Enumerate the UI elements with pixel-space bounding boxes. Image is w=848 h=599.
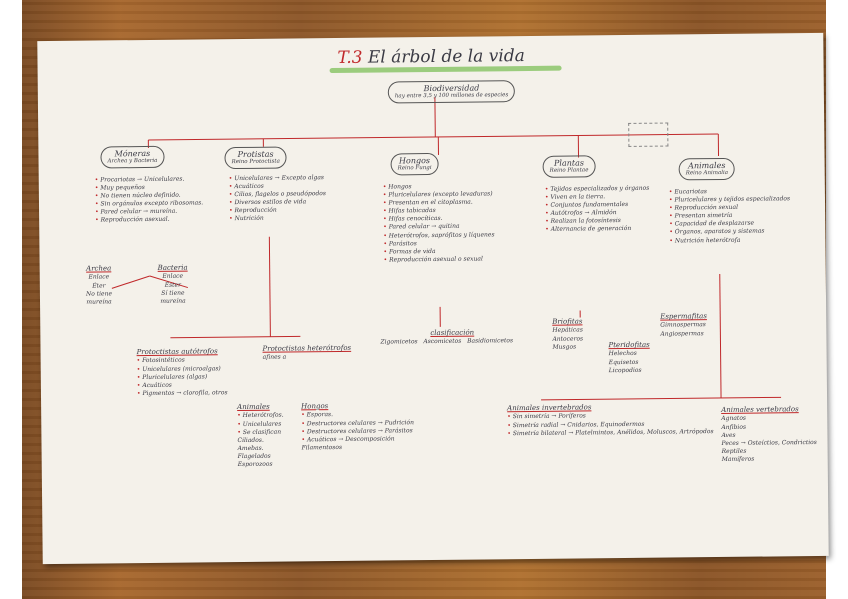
animals-head: Animales (237, 403, 283, 413)
kingdom-animalia-items: Eucariotas Pluricelulares y tejidos espe… (669, 187, 791, 245)
root-sub: hay entre 3,5 y 100 millones de especies (395, 92, 508, 99)
list-item: Mamíferos (722, 455, 817, 464)
heterotrophs-fungi: Hongos Esporas. Destructores celulares →… (301, 401, 414, 452)
kingdom-monera-items: Procariotas → Unicelulares. Muy pequeños… (95, 175, 204, 225)
heterotrophs-sub: afines a (263, 353, 352, 362)
heterotrophs-animals: Animales Heterótrofos. Unicelulares Se c… (237, 403, 284, 470)
vertebrates: Animales vertebrados Agnatos Anfibios Av… (721, 405, 817, 464)
kingdom-monera-name: Móneras (115, 149, 151, 158)
plant-group-espermafitas: Espermafitas Gimnospermas Angiospermas (660, 312, 707, 338)
list-item: Alternancia de generación (545, 225, 649, 234)
concept-map-sheet: T.3 El árbol de la vida Biodiversidad ha… (37, 33, 828, 564)
kingdom-animalia-name: Animales (688, 161, 725, 170)
kingdom-protista-items: Unicelulares → Excepto algas Acuáticos C… (229, 174, 327, 224)
list-item: Nutrición (229, 215, 326, 224)
archea-group: Archea Enlace Éter No tiene mureína (86, 264, 113, 306)
list-item: Musgos (552, 343, 583, 351)
list-item: Peces → Osteíctios, Condrictios (721, 439, 816, 448)
list-item: Antoceros (552, 335, 583, 343)
kingdom-monera: Móneras Archea y Bacteria (100, 146, 164, 168)
protist-autotrophs: Protoctistas autótrofos Fotosintéticos U… (137, 347, 228, 398)
kingdom-fungi: Hongos Reino Fungi (390, 153, 438, 175)
kingdom-protista-sub: Reino Protoctista (232, 159, 280, 166)
kingdom-plantae-sub: Reino Plantae (550, 168, 589, 175)
kingdom-fungi-name: Hongos (399, 156, 430, 165)
autotrophs-head: Protoctistas autótrofos (137, 347, 228, 357)
archea-line: Éter (86, 282, 112, 290)
kingdom-plantae-name: Plantas (554, 158, 584, 167)
fungi-classification: clasificación Zigomicetos Ascomicetos Ba… (380, 328, 513, 347)
bacteria-line: Sí tiene (158, 289, 188, 297)
plant-group-pteridofitas: Pteridofitas Helechos Equisetos Licopodi… (608, 341, 650, 375)
list-item: Filamentosos (302, 443, 415, 452)
connector-lines (37, 33, 828, 564)
protist-heterotrophs: Protoctistas heterótrofos afines a (262, 344, 351, 362)
classification-item: Zigomicetos (380, 339, 417, 346)
plant-group-briofitas: Briofitas Hepáticas Antoceros Musgos (552, 317, 583, 351)
page-title: T.3 El árbol de la vida (337, 46, 525, 68)
list-item: Pigmentos → clorofila, otros (137, 389, 228, 398)
list-item: Nutrición heterótrofa (669, 236, 790, 245)
root-node: Biodiversidad hay entre 3,5 y 100 millon… (388, 80, 516, 103)
list-item: Se clasifican (237, 428, 283, 437)
archea-line: No tiene (86, 290, 112, 298)
empty-dashed-box (628, 123, 668, 147)
archea-line: mureína (86, 298, 112, 306)
list-item: Reproducción asexual o sexual (384, 255, 495, 264)
archea-line: Enlace (86, 274, 112, 282)
classification-item: Ascomicetos (423, 338, 461, 345)
list-item: Heterótrofos, saprófitos y líquenes (383, 231, 494, 240)
archea-head: Archea (86, 264, 112, 274)
title-text: El árbol de la vida (368, 46, 525, 68)
list-item: Gimnospermas (660, 322, 707, 331)
invertebrates: Animales invertebrados Sin simetría → Po… (507, 402, 713, 438)
kingdom-plantae: Plantas Reino Plantae (543, 155, 596, 177)
title-number: T.3 (337, 48, 362, 68)
list-item: Hepáticas (552, 327, 583, 335)
list-item: Unicelulares (237, 420, 283, 429)
bacteria-group: Bacteria Enlace Éster Sí tiene mureína (158, 264, 188, 306)
kingdom-protista-name: Protistas (238, 150, 274, 159)
briofitas-head: Briofitas (552, 317, 583, 327)
list-item: Heterótrofos. (237, 412, 283, 421)
classification-item: Basidiomicetos (467, 338, 513, 345)
kingdom-plantae-items: Tejidos especializados y órganos Viven e… (545, 185, 650, 235)
list-item: Unicelulares → Excepto algas (229, 174, 326, 183)
list-item: Licopodios (609, 366, 650, 375)
kingdom-fungi-items: Hongos Pluricelulares (excepto levaduras… (383, 182, 495, 264)
kingdom-monera-sub: Archea y Bacteria (108, 158, 158, 165)
pteridofitas-head: Pteridofitas (608, 341, 649, 351)
list-item: Esporozoos (238, 461, 284, 470)
heterotrophs-head: Protoctistas heterótrofos (262, 344, 351, 354)
bacteria-head: Bacteria (158, 264, 188, 274)
list-item: Angiospermas (660, 330, 707, 339)
espermafitas-head: Espermafitas (660, 312, 707, 322)
list-item: Reproducción asexual. (95, 216, 203, 225)
kingdom-protista: Protistas Reino Protoctista (224, 147, 287, 169)
kingdom-animalia-sub: Reino Animalia (686, 170, 728, 177)
root-label: Biodiversidad (424, 84, 480, 94)
list-item: Unicelulares (microalgas) (137, 365, 228, 374)
bacteria-line: mureína (158, 297, 188, 305)
kingdom-animalia: Animales Reino Animalia (679, 158, 736, 180)
list-item: Destructores celulares → Parásitos (301, 427, 414, 436)
kingdom-fungi-sub: Reino Fungi (398, 165, 432, 172)
